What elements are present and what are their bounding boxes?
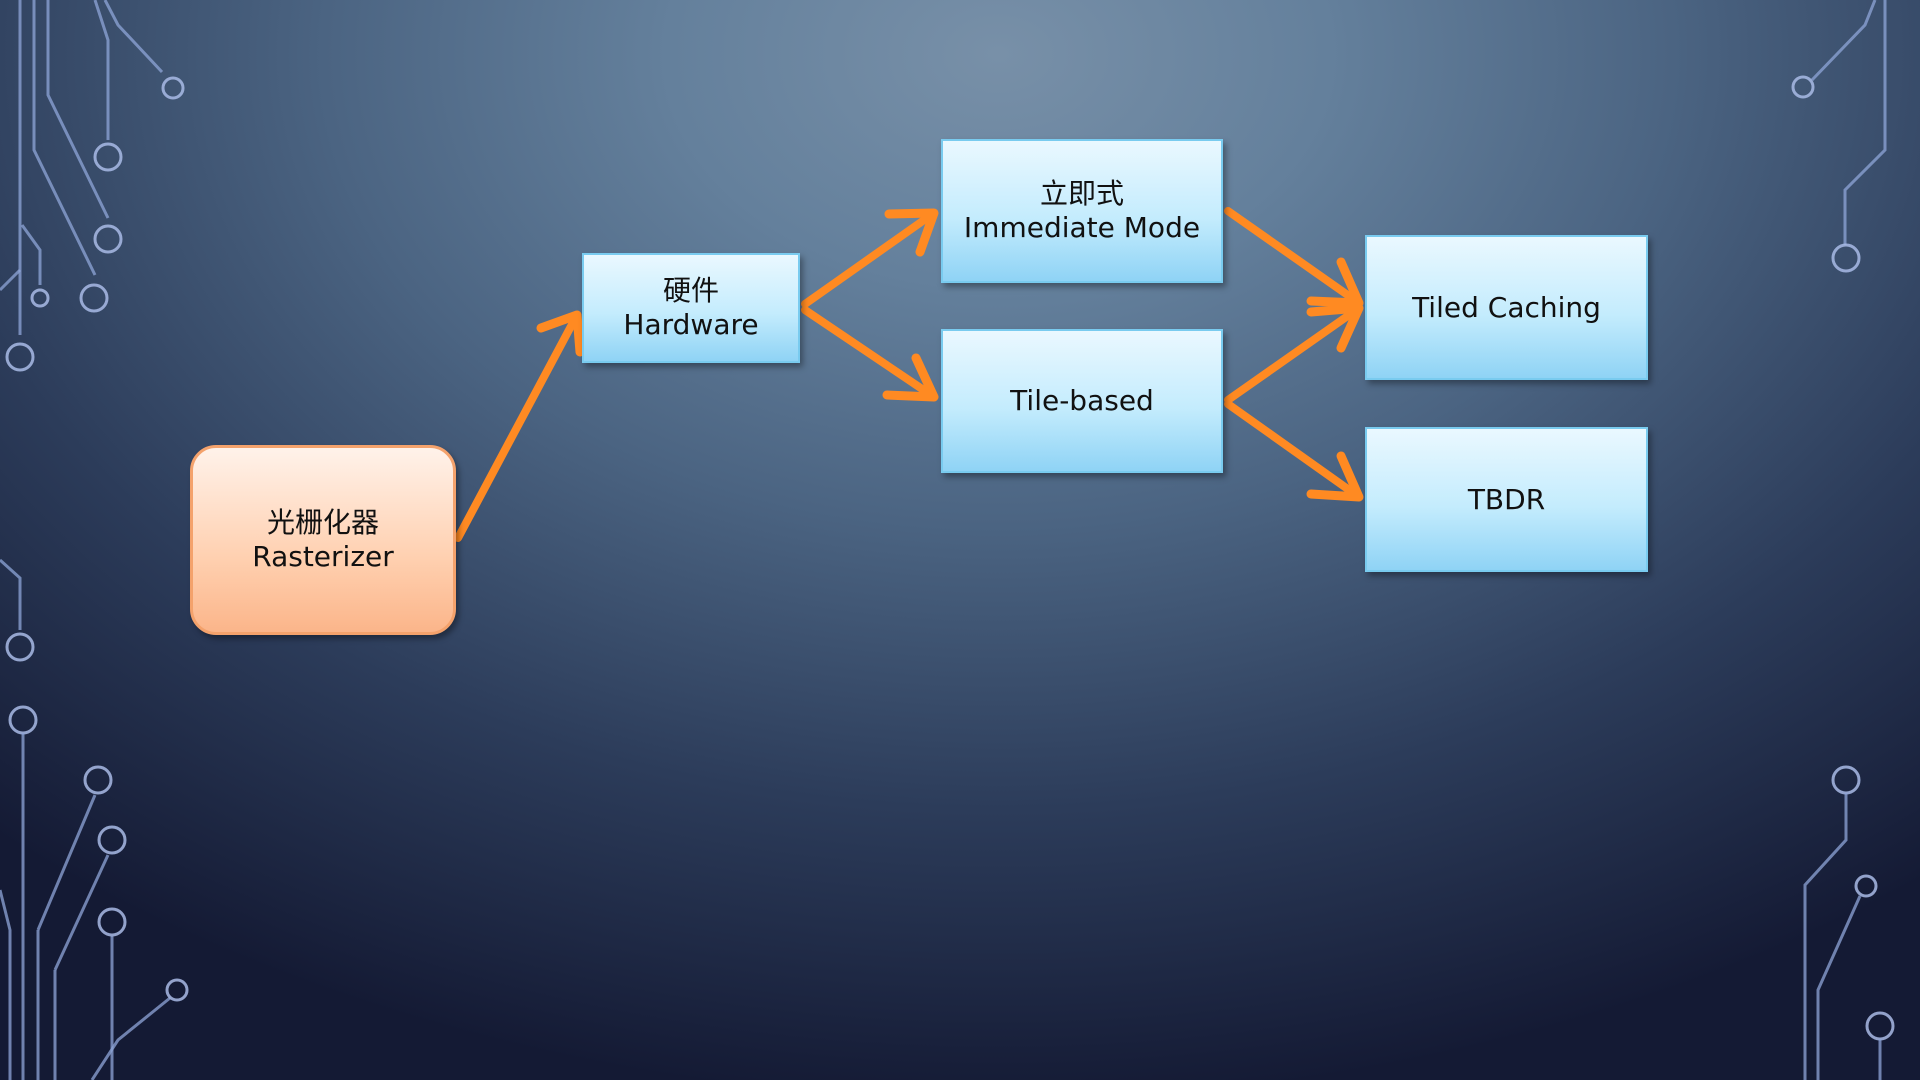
node-hardware: 硬件 Hardware (582, 253, 800, 363)
circuit-left-middle (0, 558, 35, 662)
circuit-bottom-left (0, 705, 189, 1080)
node-immediate-mode: 立即式 Immediate Mode (941, 139, 1223, 283)
edge-immediate-to-tiled-caching (1224, 207, 1364, 308)
node-rasterizer-zh: 光栅化器 (266, 506, 379, 539)
node-rasterizer: 光栅化器 Rasterizer (190, 445, 456, 635)
node-hardware-zh: 硬件 (662, 274, 719, 307)
edge-rasterizer-to-hardware (454, 310, 585, 542)
node-rasterizer-en: Rasterizer (252, 540, 394, 573)
node-tiled-caching: Tiled Caching (1365, 235, 1648, 380)
circuit-top-left (0, 0, 185, 372)
edge-tile-based-to-tiled-caching (1224, 303, 1364, 404)
node-tiled-caching-label: Tiled Caching (1412, 290, 1601, 324)
node-tbdr-label: TBDR (1467, 482, 1546, 516)
node-hardware-en: Hardware (623, 308, 759, 341)
node-tbdr: TBDR (1365, 427, 1648, 572)
edge-tile-based-to-tbdr (1224, 400, 1364, 502)
node-tile-based: Tile-based (941, 329, 1223, 473)
edge-hardware-to-tile-based (801, 306, 939, 402)
circuit-top-right (1791, 0, 1887, 273)
node-immediate-en: Immediate Mode (963, 211, 1201, 244)
node-immediate-zh: 立即式 (1039, 177, 1124, 210)
circuit-bottom-right (1803, 765, 1895, 1080)
edge-hardware-to-immediate (801, 208, 939, 308)
node-tile-based-label: Tile-based (1010, 384, 1154, 417)
